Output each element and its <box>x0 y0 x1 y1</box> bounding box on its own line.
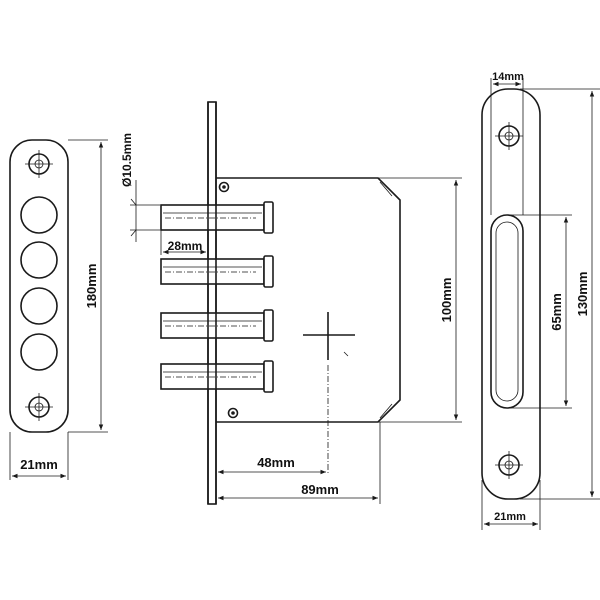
strike-screw-bottom-icon <box>495 451 523 479</box>
faceplate-screw-top-icon <box>25 150 53 178</box>
dim-label-strike-height: 130mm <box>575 272 590 317</box>
faceplate-bolt-hole-3 <box>20 287 58 325</box>
dim-label-strike-slot-height: 65mm <box>549 293 564 331</box>
faceplate-outline <box>9 139 69 433</box>
dim-label-strike-width: 21mm <box>494 511 526 523</box>
lock-case-outline <box>216 177 401 423</box>
dim-label-body-depth: 89mm <box>301 482 339 497</box>
dim-label-faceplate-width: 21mm <box>20 457 58 472</box>
dim-label-body-height: 100mm <box>439 278 454 323</box>
strike-slot-inner <box>495 221 519 402</box>
dim-label-faceplate-height: 180mm <box>84 264 99 309</box>
cylinder-center-mark-icon <box>303 312 355 475</box>
case-screw-bottom-icon <box>227 407 239 419</box>
case-screw-top-icon <box>218 181 230 193</box>
strike-screw-top-icon <box>495 122 523 150</box>
strike-plate-view: 14mm 65mm 130mm 21mm <box>481 71 600 530</box>
lock-front-plate <box>207 101 217 505</box>
dim-label-strike-top-width: 14mm <box>492 71 524 83</box>
strike-plate-outline <box>481 88 541 500</box>
faceplate-bolt-hole-2 <box>20 241 58 279</box>
dim-label-bolt-diameter: Ø10.5mm <box>120 133 134 187</box>
lock-bolt-2 <box>160 255 274 288</box>
dim-label-bolt-length: 28mm <box>168 239 203 253</box>
faceplate-screw-bottom-icon <box>25 393 53 421</box>
lock-body-view: Ø10.5mm 28mm 100mm 48mm 89mm <box>120 101 462 505</box>
lock-bolt-3 <box>160 309 274 342</box>
faceplate-bolt-hole-1 <box>20 196 58 234</box>
faceplate-view: 180mm 21mm <box>9 139 108 480</box>
lock-bolt-4 <box>160 360 274 393</box>
lock-bolt-1 <box>160 201 274 234</box>
faceplate-bolt-hole-4 <box>20 333 58 371</box>
dim-label-backset: 48mm <box>257 455 295 470</box>
